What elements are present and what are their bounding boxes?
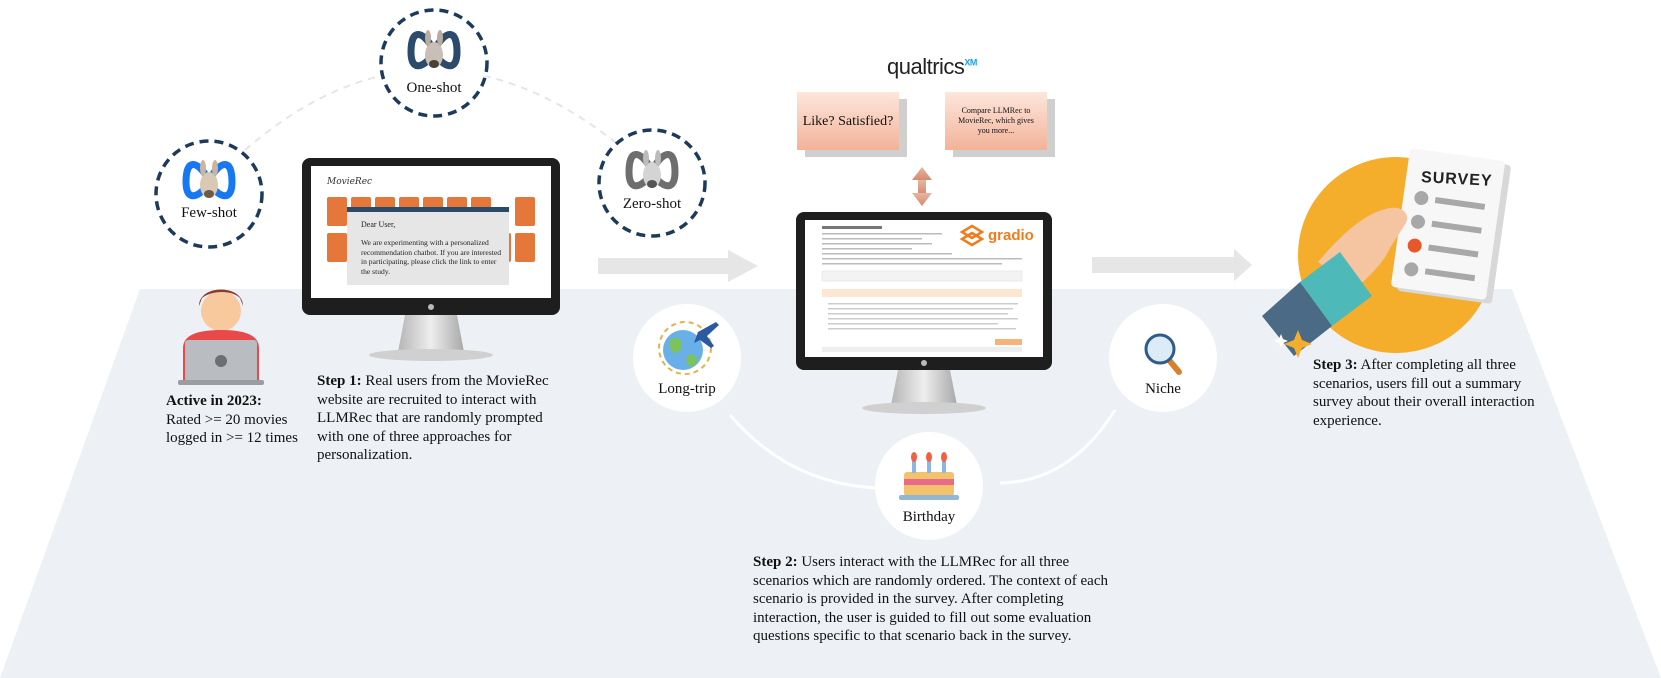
invitation-body: We are experimenting with a personalized… [361, 238, 502, 276]
invitation-greeting: Dear User, [361, 220, 396, 229]
sparkle-icon [1274, 334, 1288, 348]
user-criteria-ratings: Rated >= 20 movies [166, 411, 288, 428]
zero-shot-label: Zero-shot [622, 196, 682, 212]
zero-shot-circle [597, 128, 707, 238]
meta-llama-icon [182, 160, 236, 200]
llama-icon [407, 30, 461, 70]
user-criteria-logins: logged in >= 12 times [166, 430, 298, 446]
qualtrics-xm-text: XM [964, 57, 977, 68]
magnifier-icon [1144, 333, 1182, 375]
niche-circle [1109, 304, 1217, 412]
floor-plane [0, 289, 1661, 678]
birthday-circle [875, 432, 983, 540]
step1-title: Step 1: [317, 373, 362, 389]
user-criteria-title: Active in 2023: [166, 393, 262, 409]
survey-question-box-like [797, 92, 907, 157]
scenario-arc-left [728, 414, 881, 490]
qualtrics-brand-text: qualtrics [887, 54, 965, 79]
movierec-brand-label: MovieRec [327, 177, 373, 187]
llama-icon [625, 150, 679, 190]
step3-title: Step 3: [1313, 357, 1358, 373]
chat-interface-screenshot [821, 226, 1023, 352]
flow-arrow-step1-to-step2 [598, 250, 758, 282]
flow-arrow-step2-to-step3 [1092, 249, 1252, 281]
birthday-label: Birthday [902, 509, 956, 525]
user-criteria: Active in 2023: Rated >= 20 movies logge… [166, 392, 316, 448]
step3-description: Step 3: After completing all three scena… [1313, 356, 1545, 430]
survey-question-box-compare [945, 92, 1055, 157]
survey-illustration [1262, 148, 1511, 358]
invitation-letter [347, 207, 509, 285]
sparkle-icon [1284, 330, 1312, 358]
question-like-label: Like? Satisfied? [802, 113, 894, 129]
hand-icon [1262, 207, 1408, 356]
long-trip-label: Long-trip [658, 381, 716, 397]
bidirectional-arrow [912, 167, 932, 206]
step2-description: Step 2: Users interact with the LLMRec f… [753, 553, 1123, 646]
birthday-cake-icon [899, 452, 959, 500]
scenario-arc-right [999, 409, 1117, 485]
gradio-brand-label: gradio [988, 227, 1034, 244]
step2-body: Users interact with the LLMRec for all t… [753, 554, 1108, 644]
user-at-laptop-icon [178, 289, 264, 385]
step1-body: Real users from the MovieRec website are… [317, 373, 549, 463]
globe-airplane-icon [658, 321, 719, 375]
few-shot-circle [154, 139, 264, 249]
long-trip-circle [633, 304, 741, 412]
one-shot-label: One-shot [406, 80, 462, 96]
question-compare-label: Compare LLMRec to MovieRec, which gives … [958, 106, 1034, 135]
niche-label: Niche [1145, 381, 1181, 397]
step1-description: Step 1: Real users from the MovieRec web… [317, 372, 562, 465]
qualtrics-logo: qualtricsXM [887, 54, 977, 80]
one-shot-circle [379, 8, 489, 118]
few-shot-label: Few-shot [181, 205, 237, 221]
gradio-logo-icon [959, 224, 985, 247]
step3-body: After completing all three scenarios, us… [1313, 357, 1535, 429]
survey-card-title: SURVEY [1420, 169, 1493, 190]
survey-clipboard-icon [1391, 148, 1511, 304]
step2-title: Step 2: [753, 554, 798, 570]
